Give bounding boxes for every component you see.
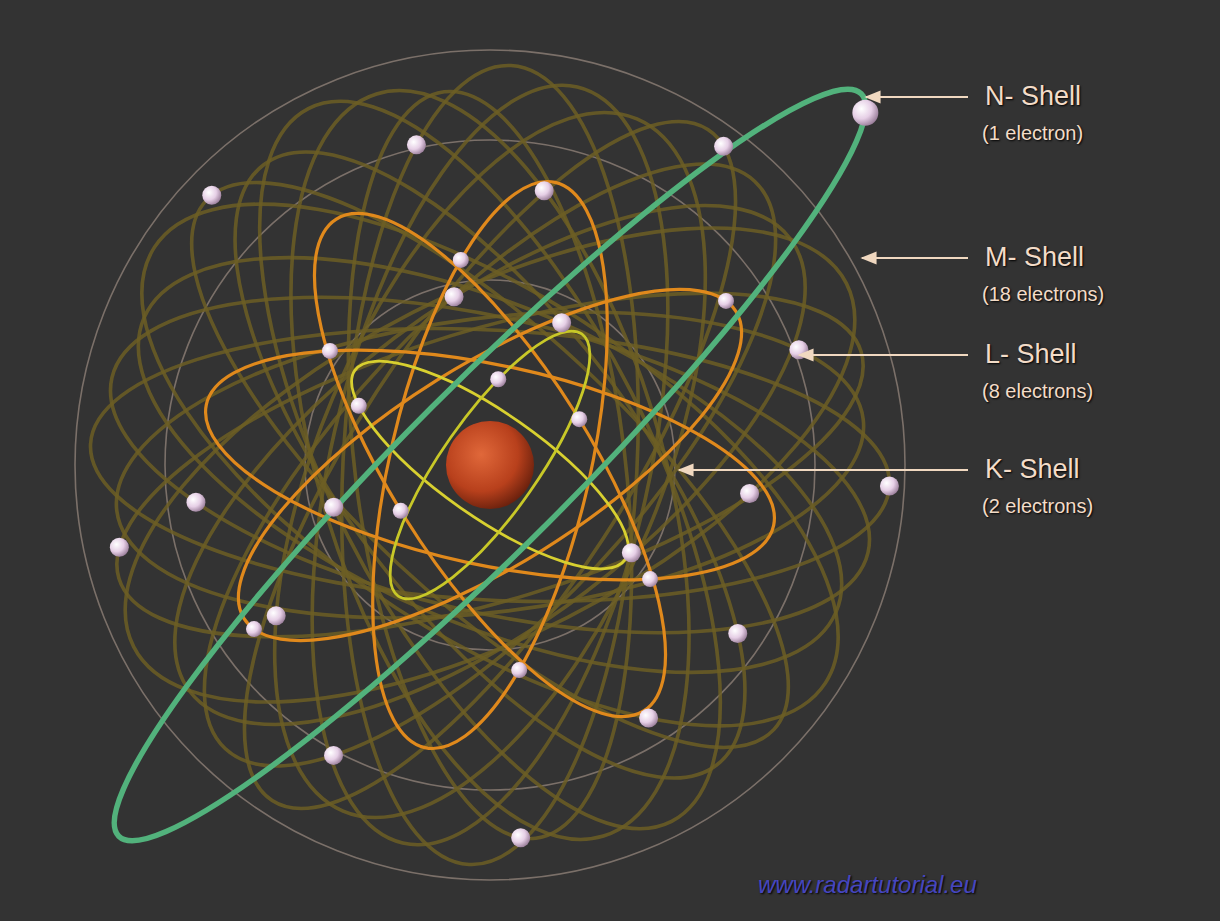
electron-orbit [146, 76, 833, 854]
electron-orbit [118, 81, 862, 849]
electron-count: (2 electrons) [982, 495, 1093, 518]
electron [186, 493, 205, 512]
leader-line [862, 257, 968, 259]
electron-count: (1 electron) [982, 122, 1083, 145]
shell-name: K- Shell [985, 454, 1080, 485]
shell-ring [165, 140, 815, 790]
electron [322, 343, 338, 359]
electron-orbit [186, 52, 795, 878]
electron [740, 484, 759, 503]
electron [552, 313, 571, 332]
electron [393, 503, 409, 519]
electrons [110, 100, 899, 848]
leader-lines [679, 97, 968, 470]
electron [714, 137, 733, 156]
leader-line [679, 469, 968, 471]
electron [202, 186, 221, 205]
shell-name: L- Shell [985, 339, 1077, 370]
electron-orbit [94, 112, 886, 819]
electron [622, 543, 641, 562]
shell-name: M- Shell [985, 242, 1084, 273]
electron [351, 398, 367, 414]
electron [639, 709, 658, 728]
electron [267, 606, 286, 625]
nucleus [446, 421, 534, 509]
watermark: www.radartutorial.eu [758, 871, 977, 899]
electron [490, 371, 506, 387]
electron [880, 476, 899, 495]
electron-orbit [79, 222, 900, 707]
leader-line [799, 354, 968, 356]
electron [445, 287, 464, 306]
electron [246, 621, 262, 637]
electron [728, 624, 747, 643]
electron-orbit [61, 104, 918, 827]
electron [324, 498, 343, 517]
electron [852, 100, 878, 126]
electron [718, 293, 734, 309]
electron [453, 252, 469, 268]
electron [511, 662, 527, 678]
electron [110, 538, 129, 557]
nucleus-sphere [446, 421, 534, 509]
electron-orbit [191, 227, 789, 704]
electron [789, 340, 808, 359]
orbits [56, 36, 924, 894]
electron-orbit [83, 309, 896, 620]
leader-line [866, 96, 968, 98]
electron [324, 746, 343, 765]
shell-name: N- Shell [985, 81, 1081, 112]
electron-orbit [248, 51, 732, 879]
electron-orbit [56, 131, 924, 799]
electron-orbit [99, 273, 881, 656]
electron [642, 571, 658, 587]
electron [511, 828, 530, 847]
electron [535, 181, 554, 200]
electron [407, 135, 426, 154]
electron-orbit [114, 102, 866, 829]
electron-orbit [61, 36, 919, 894]
electron-orbit [310, 75, 670, 854]
electron [571, 411, 587, 427]
electron-count: (8 electrons) [982, 380, 1093, 403]
electron-count: (18 electrons) [982, 283, 1104, 306]
